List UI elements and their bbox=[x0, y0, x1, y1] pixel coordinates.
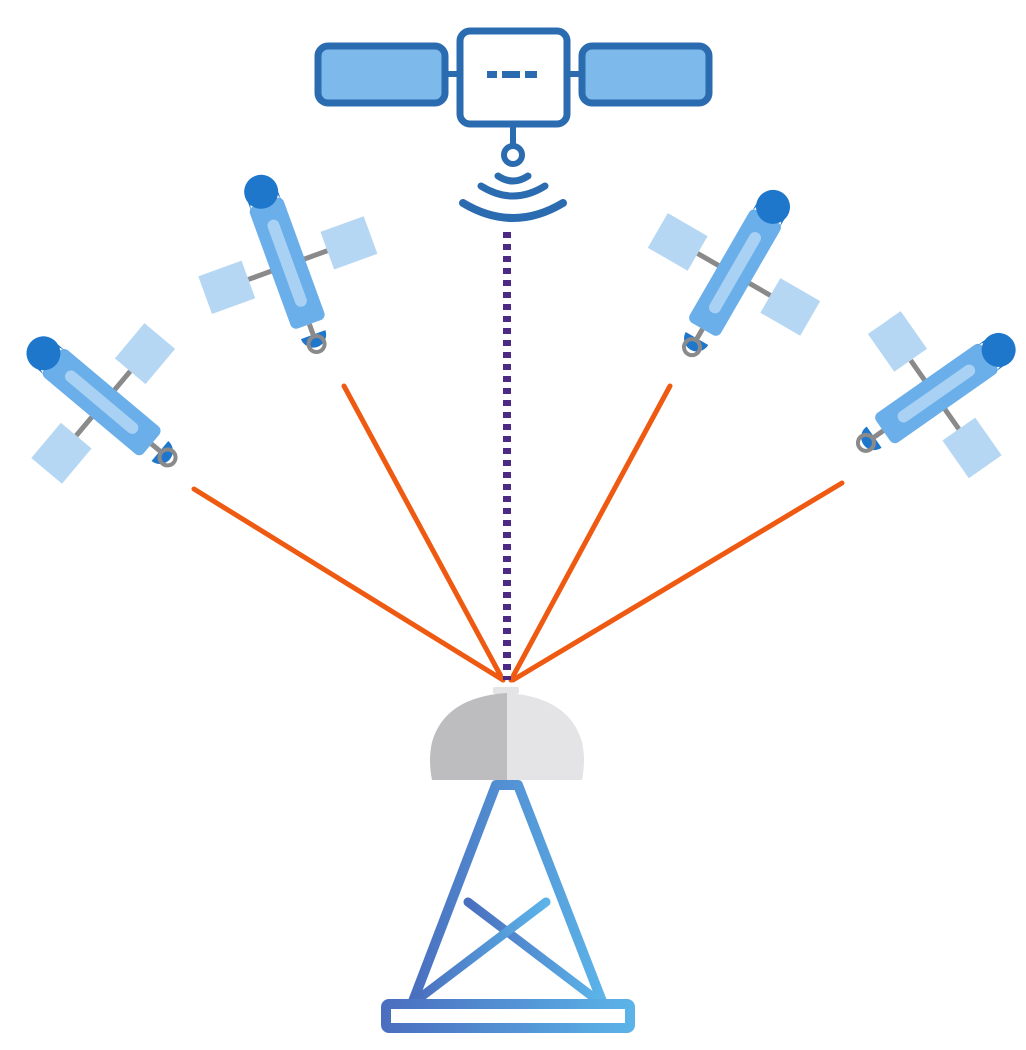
ground-station bbox=[381, 687, 635, 1033]
gnss-satellite-3 bbox=[612, 148, 858, 398]
link-lines bbox=[191, 383, 845, 683]
link-line-sat-3 bbox=[508, 383, 673, 683]
link-line-sat-4 bbox=[510, 480, 845, 683]
antenna-dome-icon bbox=[430, 687, 584, 780]
link-line-sat-1 bbox=[191, 486, 506, 683]
ground-station-tower-icon bbox=[381, 780, 635, 1033]
link-line-sat-2 bbox=[341, 383, 506, 683]
gnss-satellite-icon bbox=[612, 148, 858, 398]
gnss-satellite-icon bbox=[173, 146, 402, 382]
gnss-satellite-2 bbox=[173, 146, 402, 382]
signal-waves-icon bbox=[459, 172, 567, 222]
geostationary-satellite-icon bbox=[314, 27, 713, 222]
